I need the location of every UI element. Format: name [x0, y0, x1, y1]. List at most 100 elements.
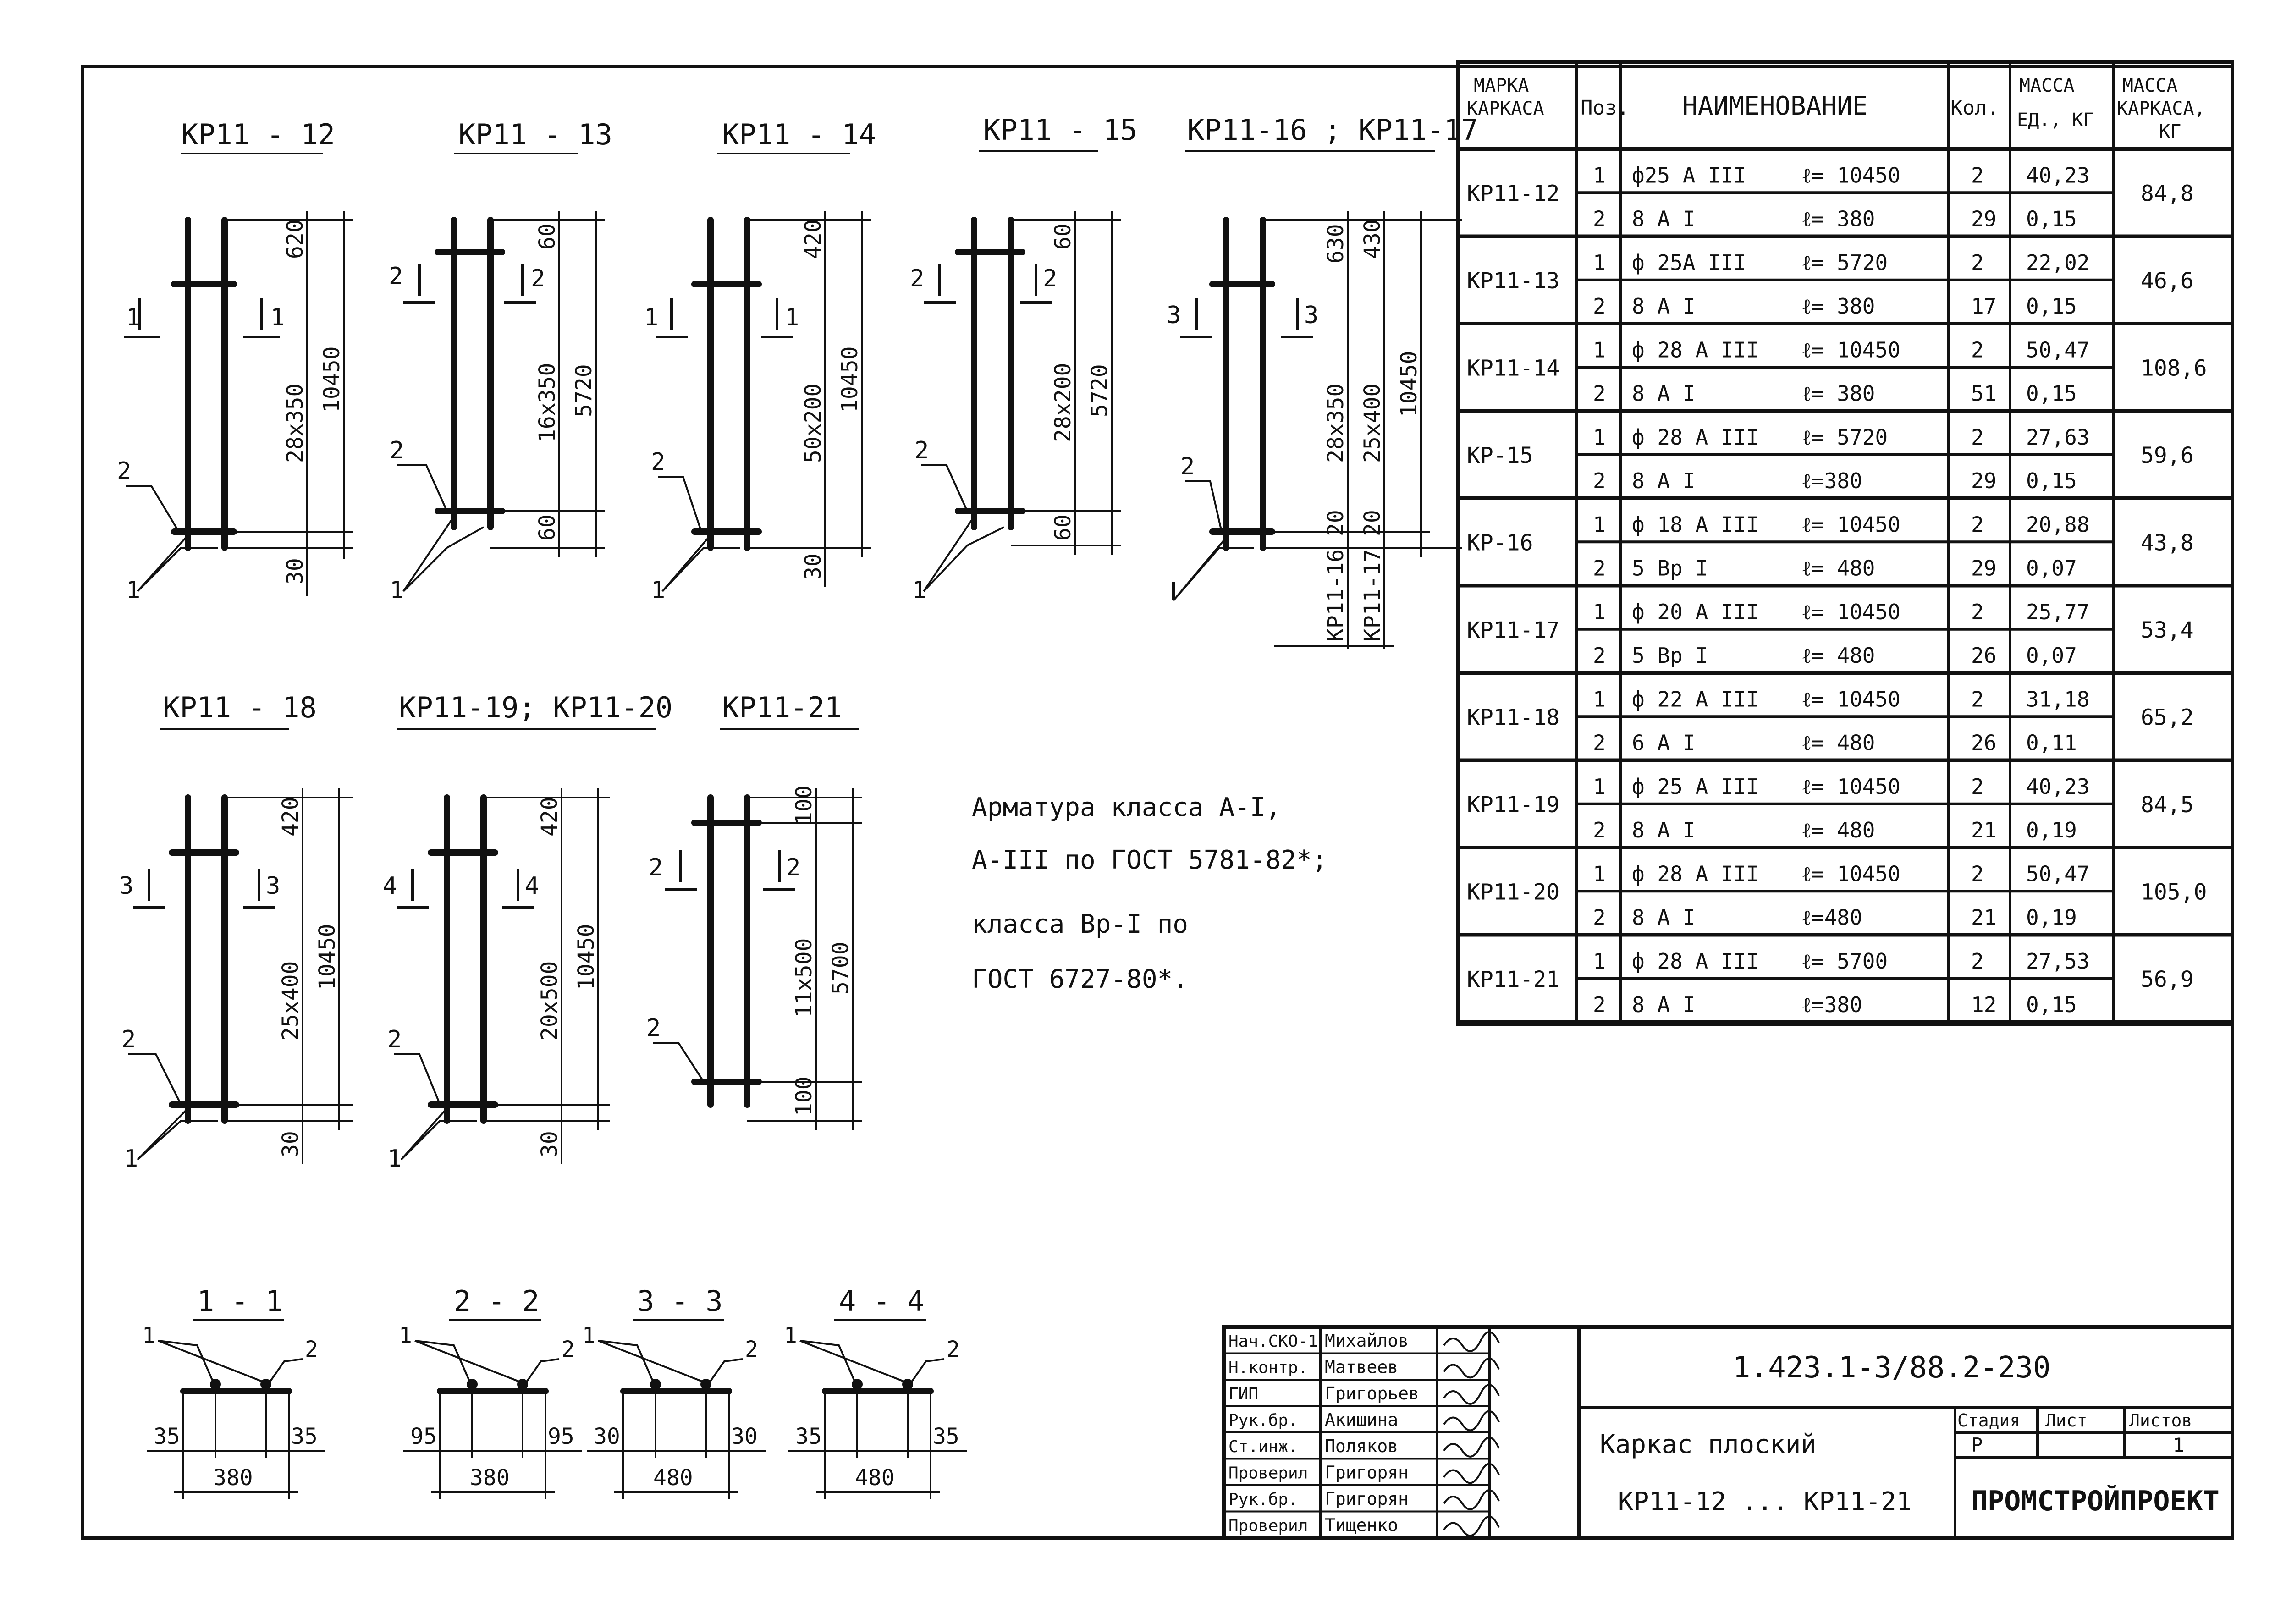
table-cell: 2 — [1971, 774, 1984, 799]
header-name: НАИМЕНОВАНИЕ — [1682, 91, 1868, 121]
reinforcement-note: Арматура класса А-I, А-III по ГОСТ 5781-… — [972, 793, 1327, 994]
svg-text:35: 35 — [795, 1424, 822, 1449]
svg-text:3: 3 — [266, 872, 280, 900]
table-cell: ℓ=380 — [1801, 468, 1862, 493]
svg-text:30: 30 — [537, 1131, 562, 1157]
svg-text:1: 1 — [582, 1323, 595, 1349]
svg-text:2: 2 — [646, 1014, 661, 1042]
header-unit-mass-1: МАССА — [2019, 75, 2074, 96]
svg-text:класса Вр-I по: класса Вр-I по — [972, 909, 1188, 939]
signature — [1443, 1331, 1500, 1352]
header-unit-mass-2: ЕД., КГ — [2017, 110, 2094, 131]
table-cell: ℓ= 380 — [1801, 207, 1875, 231]
table-cell: ℓ= 10450 — [1801, 163, 1900, 187]
table-cell-frame-mass: 105,0 — [2141, 879, 2207, 905]
role-person: Григорян — [1325, 1463, 1409, 1483]
svg-text:3: 3 — [119, 872, 133, 900]
table-cell: ф25 А III — [1632, 163, 1746, 187]
svg-text:2: 2 — [786, 854, 800, 881]
table-cell: 29 — [1971, 556, 1996, 581]
stage-header: Стадия — [1957, 1410, 2020, 1431]
svg-text:30: 30 — [282, 558, 308, 584]
table-cell: 6 А I — [1632, 731, 1695, 755]
svg-text:3: 3 — [1304, 302, 1318, 329]
table-cell: 1 — [1593, 949, 1606, 974]
doc-name-2: КР11-12 ... КР11-21 — [1618, 1487, 1912, 1517]
frame-kr11-15: КР11 - 15 60 28х200 5720 60 2 2 2 1 — [910, 113, 1137, 604]
svg-text:2: 2 — [745, 1337, 758, 1362]
svg-text:5700: 5700 — [828, 941, 854, 995]
svg-text:1 - 1: 1 - 1 — [197, 1284, 283, 1318]
signature — [1443, 1489, 1500, 1510]
table-cell: ℓ= 380 — [1801, 381, 1875, 406]
svg-text:10450: 10450 — [573, 924, 599, 991]
svg-text:30: 30 — [731, 1424, 758, 1449]
table-cell: 50,47 — [2026, 861, 2089, 886]
svg-text:1: 1 — [126, 304, 140, 331]
table-cell: 29 — [1971, 207, 1996, 231]
table-cell: 1 — [1593, 687, 1606, 711]
svg-text:420: 420 — [537, 797, 562, 837]
svg-text:60: 60 — [1050, 514, 1076, 541]
table-cell-frame-mass: 84,8 — [2141, 181, 2194, 206]
table-cell: 2 — [1971, 861, 1984, 886]
table-cell: 20,88 — [2026, 512, 2089, 537]
specification-table: МАРКА КАРКАСА Поз. НАИМЕНОВАНИЕ Кол. МАС… — [1456, 60, 2234, 1026]
table-cell: 0,15 — [2026, 992, 2077, 1017]
signature — [1443, 1384, 1500, 1405]
role-person: Григорьев — [1325, 1383, 1419, 1404]
table-cell: ℓ= 480 — [1801, 643, 1875, 668]
table-cell: 1 — [1593, 774, 1606, 799]
table-cell-frame-mass: 59,6 — [2141, 443, 2194, 468]
frame-title: КР11 - 12 — [181, 118, 335, 151]
stage-value: Р — [1971, 1434, 1983, 1456]
svg-text:2 - 2: 2 - 2 — [454, 1284, 540, 1318]
table-cell: 0,15 — [2026, 207, 2077, 231]
table-cell: ℓ=380 — [1801, 992, 1862, 1017]
table-cell: 2 — [1593, 643, 1606, 668]
svg-text:480: 480 — [855, 1465, 895, 1491]
table-cell: 2 — [1593, 992, 1606, 1017]
signature — [1443, 1357, 1500, 1379]
table-cell: 2 — [1593, 905, 1606, 930]
svg-text:1: 1 — [399, 1323, 412, 1349]
table-cell-frame-mass: 108,6 — [2141, 355, 2207, 381]
table-cell: 2 — [1971, 600, 1984, 624]
svg-text:2: 2 — [1043, 265, 1057, 292]
table-cell: 0,19 — [2026, 818, 2077, 842]
role-person: Михайлов — [1325, 1331, 1409, 1351]
role-person: Григорян — [1325, 1489, 1409, 1509]
table-cell: 1 — [1593, 861, 1606, 886]
table-cell: ф 28 А III — [1632, 425, 1759, 450]
organization-logo: ПРОМСТРОЙПРОЕКТ — [1971, 1484, 2220, 1517]
svg-text:1: 1 — [124, 1145, 138, 1173]
svg-text:1: 1 — [390, 577, 404, 604]
table-cell: 31,18 — [2026, 687, 2089, 711]
svg-text:2: 2 — [649, 854, 663, 881]
table-cell-mark: КР11-20 — [1467, 879, 1559, 905]
table-cell: ℓ= 380 — [1801, 294, 1875, 319]
table-cell-frame-mass: 53,4 — [2141, 617, 2194, 643]
table-cell-mark: КР11-17 — [1467, 617, 1559, 643]
svg-text:3 - 3: 3 - 3 — [637, 1284, 723, 1318]
svg-text:30: 30 — [278, 1131, 303, 1157]
table-cell: 8 А I — [1632, 207, 1695, 231]
signature — [1443, 1437, 1500, 1458]
svg-text:1: 1 — [387, 1145, 402, 1173]
svg-text:10450: 10450 — [314, 924, 340, 991]
svg-text:20: 20 — [1323, 510, 1349, 536]
table-cell: ф 25А III — [1632, 250, 1746, 275]
signature — [1443, 1410, 1500, 1431]
table-cell-mark: КР11-19 — [1467, 792, 1559, 818]
svg-text:380: 380 — [213, 1465, 253, 1491]
table-cell: 26 — [1971, 643, 1996, 668]
sheets-header: Листов — [2129, 1410, 2192, 1431]
svg-text:2: 2 — [910, 265, 924, 292]
table-cell: 8 А I — [1632, 381, 1695, 406]
svg-text:100: 100 — [791, 1076, 817, 1116]
table-cell: 8 А I — [1632, 818, 1695, 842]
